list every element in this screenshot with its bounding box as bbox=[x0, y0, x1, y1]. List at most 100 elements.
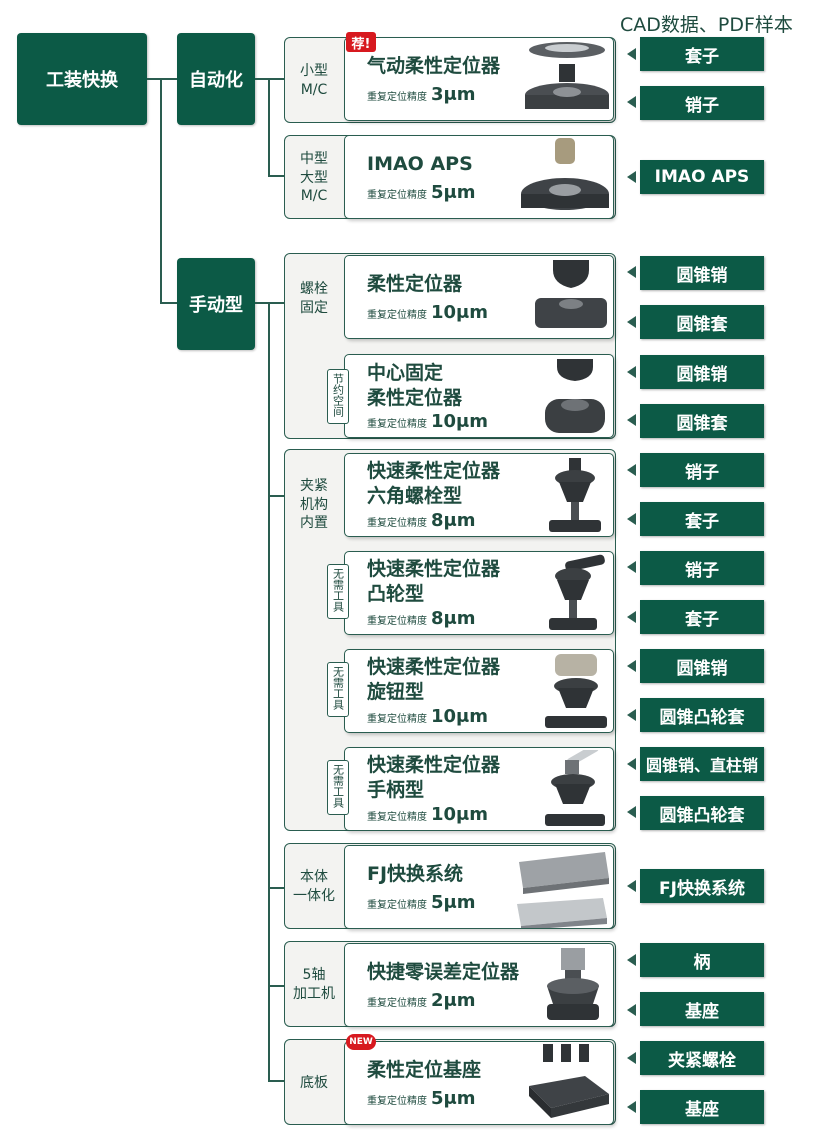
root-node-fixture-change[interactable]: 工装快换 bbox=[17, 33, 147, 125]
connector bbox=[268, 495, 284, 497]
fj-system-image bbox=[517, 852, 609, 928]
precision-value: 2μm bbox=[431, 990, 476, 1011]
link-button[interactable]: 销子 bbox=[640, 453, 764, 487]
arrow-icon bbox=[627, 96, 636, 108]
link-button[interactable]: 圆锥套 bbox=[640, 305, 764, 339]
link-button[interactable]: 圆锥凸轮套 bbox=[640, 796, 764, 830]
sub-tag-text: 无需工具 bbox=[331, 666, 345, 710]
connector bbox=[255, 78, 275, 80]
link-button[interactable]: 圆锥销 bbox=[640, 355, 764, 389]
recommend-badge: 荐! bbox=[346, 32, 376, 52]
link-button[interactable]: 圆锥凸轮套 bbox=[640, 698, 764, 732]
arrow-icon bbox=[627, 464, 636, 476]
arrow-icon bbox=[627, 611, 636, 623]
product-name: 中心固定 柔性定位器 bbox=[367, 362, 463, 409]
precision-value: 3μm bbox=[431, 84, 476, 105]
cam-locator-image bbox=[549, 554, 605, 630]
sub-tag-text: 无需工具 bbox=[331, 568, 345, 612]
new-badge: NEW bbox=[346, 1034, 376, 1050]
hex-bolt-locator-image bbox=[549, 458, 601, 532]
imao-aps-image bbox=[521, 138, 609, 210]
connector bbox=[268, 78, 284, 80]
precision-label: 重复定位精度 bbox=[367, 900, 427, 911]
link-button[interactable]: 套子 bbox=[640, 502, 764, 536]
precision-value: 5μm bbox=[431, 892, 476, 913]
product-card[interactable]: 快速柔性定位器 凸轮型 重复定位精度 8μm 无需工具 bbox=[327, 551, 614, 635]
precision: 重复定位精度 5μm bbox=[367, 892, 476, 913]
no-tool-tag: 无需工具 bbox=[327, 662, 349, 717]
arrow-icon bbox=[627, 954, 636, 966]
arrow-icon bbox=[627, 1004, 636, 1016]
group-label: 本体 一体化 bbox=[293, 869, 335, 904]
precision-label: 重复定位精度 bbox=[367, 419, 427, 430]
product-name: 快速柔性定位器 旋钮型 bbox=[367, 656, 501, 703]
link-button[interactable]: 销子 bbox=[640, 551, 764, 585]
link-button[interactable]: 基座 bbox=[640, 1090, 764, 1124]
precision-value: 5μm bbox=[431, 1088, 476, 1109]
flex-locator-image bbox=[535, 260, 607, 328]
product-name: 柔性定位基座 bbox=[367, 1059, 482, 1081]
precision-label: 重复定位精度 bbox=[367, 310, 427, 321]
precision-label: 重复定位精度 bbox=[367, 92, 427, 103]
zero-error-locator-image bbox=[547, 948, 599, 1020]
node-automation[interactable]: 自动化 bbox=[177, 33, 255, 125]
product-name: 快速柔性定位器 六角螺栓型 bbox=[367, 460, 501, 507]
precision-label: 重复定位精度 bbox=[367, 1096, 427, 1107]
product-card[interactable]: 柔性定位基座 重复定位精度 5μm bbox=[344, 1041, 614, 1125]
pneumatic-locator-image bbox=[525, 42, 609, 109]
link-button[interactable]: 套子 bbox=[640, 600, 764, 634]
precision-value: 10μm bbox=[431, 706, 489, 727]
arrow-icon bbox=[627, 880, 636, 892]
precision-label: 重复定位精度 bbox=[367, 616, 427, 627]
node-manual[interactable]: 手动型 bbox=[177, 258, 255, 350]
connector bbox=[268, 887, 284, 889]
link-button[interactable]: 圆锥销 bbox=[640, 256, 764, 290]
link-button[interactable]: 套子 bbox=[640, 37, 764, 71]
product-name: 柔性定位器 bbox=[367, 273, 463, 295]
handle-locator-image bbox=[545, 750, 605, 826]
product-name: 气动柔性定位器 bbox=[367, 55, 501, 77]
product-name: IMAO APS bbox=[367, 153, 473, 175]
product-name: 快速柔性定位器 凸轮型 bbox=[367, 558, 501, 605]
link-button[interactable]: 圆锥套 bbox=[640, 404, 764, 438]
precision: 重复定位精度 8μm bbox=[367, 608, 476, 629]
product-card[interactable]: 气动柔性定位器 重复定位精度 3μm bbox=[344, 37, 614, 121]
precision-value: 8μm bbox=[431, 608, 476, 629]
link-button[interactable]: FJ快换系统 bbox=[640, 869, 764, 903]
connector bbox=[268, 302, 270, 1082]
product-name: 快速柔性定位器 手柄型 bbox=[367, 754, 501, 801]
product-card[interactable]: 快捷零误差定位器 重复定位精度 2μm bbox=[344, 943, 614, 1027]
link-button[interactable]: 圆锥销、直柱销 bbox=[640, 747, 764, 781]
precision: 重复定位精度 5μm bbox=[367, 1088, 476, 1109]
sub-tag-text: 无需工具 bbox=[331, 764, 345, 808]
arrow-icon bbox=[627, 660, 636, 672]
arrow-icon bbox=[627, 414, 636, 426]
link-button[interactable]: 基座 bbox=[640, 992, 764, 1026]
connector bbox=[160, 78, 162, 304]
link-button[interactable]: 柄 bbox=[640, 943, 764, 977]
no-tool-tag: 无需工具 bbox=[327, 564, 349, 619]
precision-value: 10μm bbox=[431, 411, 489, 432]
precision-label: 重复定位精度 bbox=[367, 998, 427, 1009]
connector bbox=[160, 302, 177, 304]
arrow-icon bbox=[627, 316, 636, 328]
link-button[interactable]: 圆锥销 bbox=[640, 649, 764, 683]
link-button[interactable]: 销子 bbox=[640, 86, 764, 120]
locator-base-image bbox=[529, 1044, 609, 1118]
link-button[interactable]: IMAO APS bbox=[640, 160, 764, 194]
product-name: 快捷零误差定位器 bbox=[367, 961, 520, 983]
precision: 重复定位精度 10μm bbox=[367, 411, 488, 432]
link-button[interactable]: 夹紧螺栓 bbox=[640, 1041, 764, 1075]
connector bbox=[268, 302, 284, 304]
arrow-icon bbox=[627, 48, 636, 60]
